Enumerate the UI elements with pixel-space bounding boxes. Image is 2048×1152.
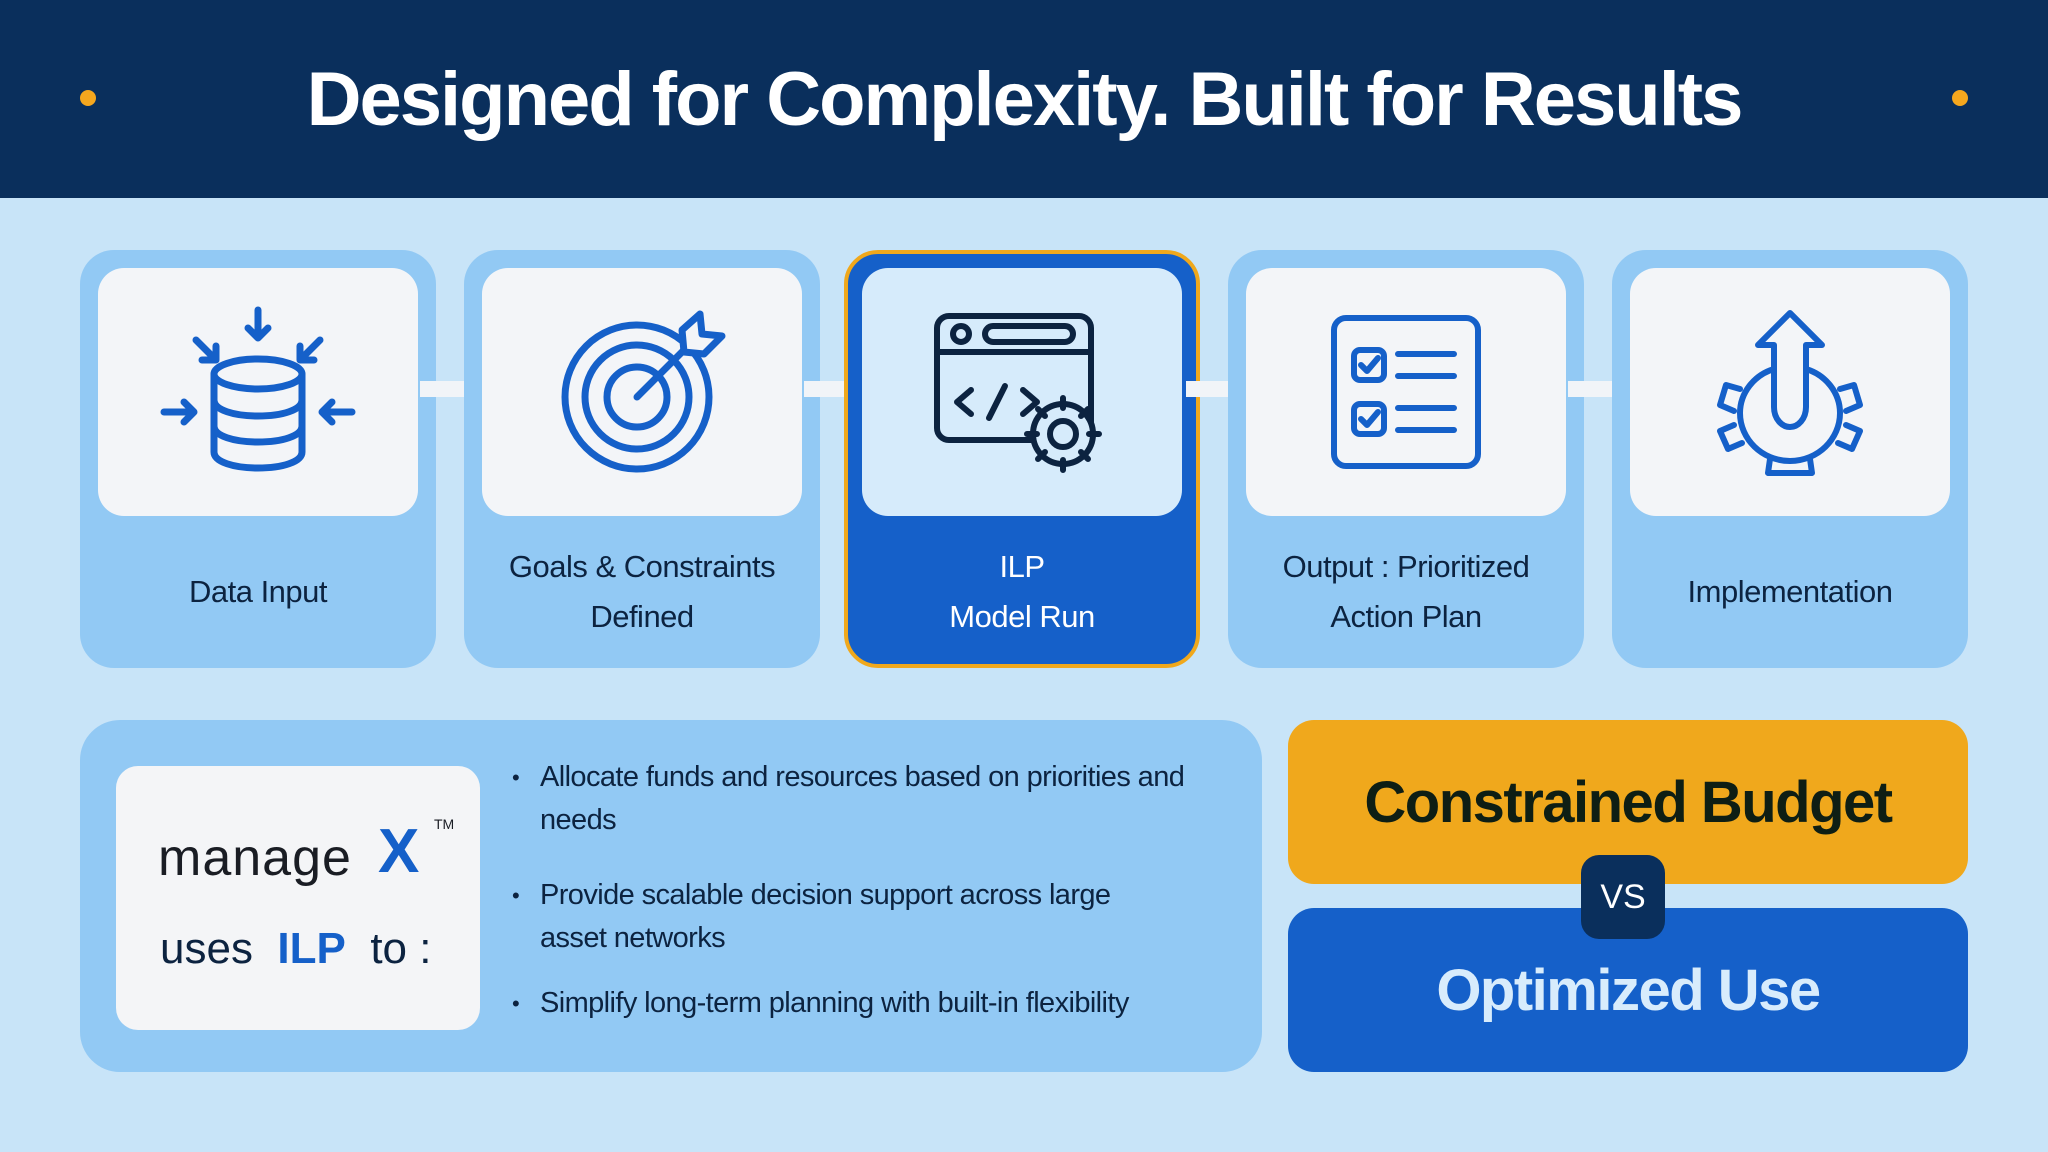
logo-trademark: TM bbox=[434, 816, 455, 832]
step-icon-card bbox=[482, 268, 802, 516]
vs-badge: VS bbox=[1581, 855, 1665, 939]
decorative-dot-left bbox=[80, 90, 96, 106]
step-icon-card bbox=[1246, 268, 1566, 516]
step-icon-card bbox=[1630, 268, 1950, 516]
list-item: Allocate funds and resources based on pr… bbox=[512, 756, 1242, 842]
step-label: Implementation bbox=[1687, 574, 1893, 609]
code-window-gear-icon bbox=[934, 313, 1102, 473]
database-input-icon bbox=[160, 306, 356, 472]
gear-arrow-up-icon bbox=[1717, 310, 1863, 476]
logo-wordmark: manage bbox=[158, 829, 352, 887]
ilp-uses-panel: manage X TM uses ILP to : Allocate funds… bbox=[80, 720, 1262, 1072]
uses-ilp-line: uses ILP to : bbox=[160, 924, 432, 973]
step-label: Data Input bbox=[188, 574, 328, 609]
decorative-dot-right bbox=[1952, 90, 1968, 106]
constrained-budget-box: Constrained Budget bbox=[1288, 720, 1968, 884]
step-implementation: Implementation bbox=[1612, 250, 1968, 668]
logo-x-mark: X bbox=[378, 817, 420, 886]
managex-logo-card: manage X TM uses ILP to : bbox=[116, 766, 480, 1030]
step-icon-card bbox=[98, 268, 418, 516]
header-banner bbox=[0, 0, 2048, 198]
list-item: Simplify long-term planning with built-i… bbox=[512, 982, 1129, 1025]
list-item: Provide scalable decision support across… bbox=[512, 874, 1112, 960]
step-icon-card bbox=[862, 268, 1182, 516]
checklist-icon bbox=[1331, 315, 1481, 469]
step-data-input: Data Input bbox=[80, 250, 436, 668]
target-icon bbox=[561, 310, 726, 473]
page-title: Designed for Complexity. Built for Resul… bbox=[306, 56, 1744, 142]
